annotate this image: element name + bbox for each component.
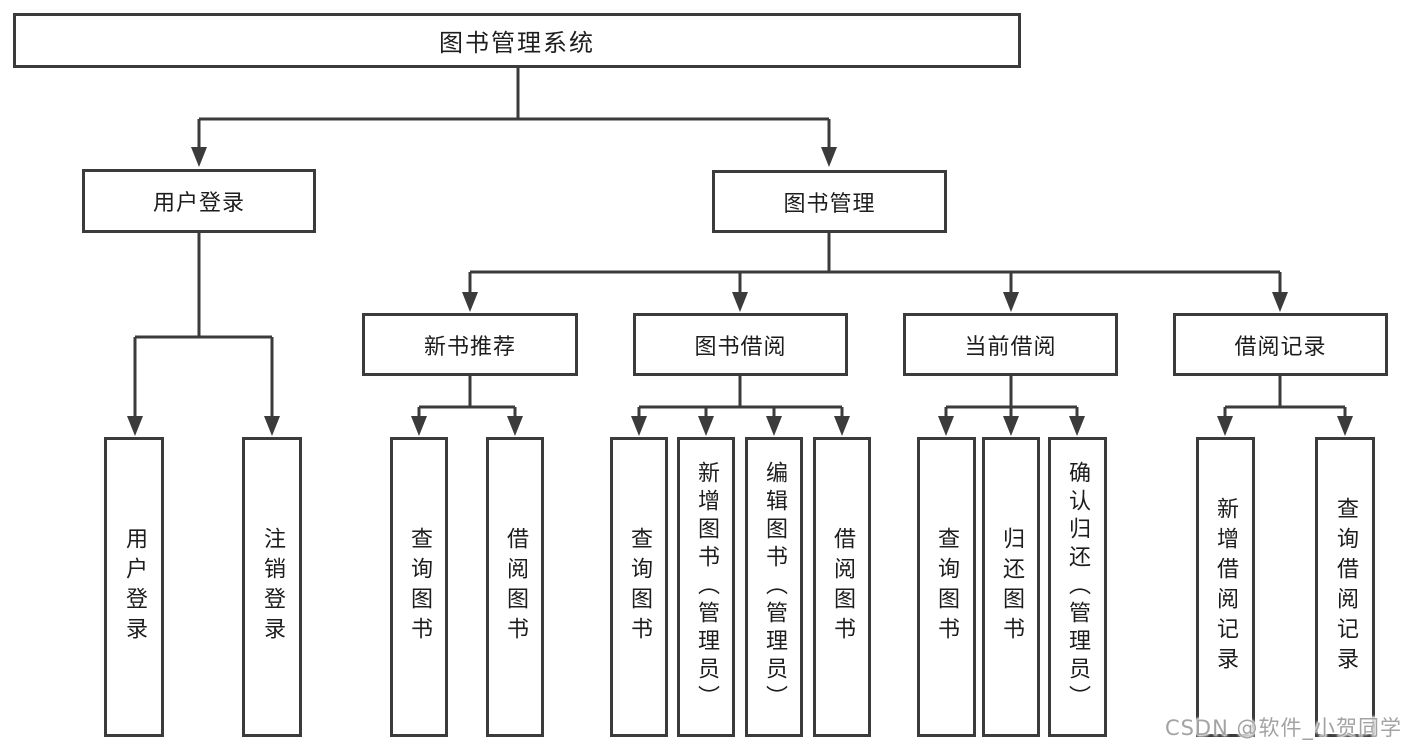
leaf-add-borrow-record-label: 新增借阅记录 xyxy=(1213,497,1238,677)
node-borrow-records: 借阅记录 xyxy=(1173,313,1388,376)
node-book-management: 图书管理 xyxy=(712,170,947,233)
leaf-query-books-recommend: 查询图书 xyxy=(390,437,448,737)
leaf-user-login: 用户登录 xyxy=(104,437,164,737)
leaf-return-book-label: 归还图书 xyxy=(999,527,1024,647)
connector-user-login-branch xyxy=(127,233,280,436)
node-current-borrow: 当前借阅 xyxy=(903,313,1118,376)
leaf-edit-book-admin-label: 编辑图书（管理员） xyxy=(762,461,787,713)
connector-borrow-records-branch xyxy=(1217,376,1353,436)
leaf-query-books-current: 查询图书 xyxy=(917,437,976,737)
connector-book-management-branch xyxy=(462,233,1288,312)
leaf-borrow-books-borrow: 借阅图书 xyxy=(813,437,871,737)
leaf-query-books-borrow-label: 查询图书 xyxy=(627,527,652,647)
leaf-add-borrow-record: 新增借阅记录 xyxy=(1196,437,1255,737)
leaf-add-book-admin-label: 新增图书（管理员） xyxy=(694,461,719,713)
leaf-confirm-return-admin: 确认归还（管理员） xyxy=(1048,437,1107,737)
connector-new-book-branch xyxy=(411,376,523,436)
connector-current-borrow-branch xyxy=(938,376,1085,436)
leaf-borrow-books-recommend: 借阅图书 xyxy=(486,437,544,737)
leaf-query-borrow-record-label: 查询借阅记录 xyxy=(1333,497,1358,677)
leaf-query-borrow-record: 查询借阅记录 xyxy=(1315,437,1375,737)
node-root-library-management-system: 图书管理系统 xyxy=(13,13,1021,68)
watermark: CSDN @软件_小贺同学 xyxy=(1164,716,1402,740)
node-book-borrow: 图书借阅 xyxy=(633,313,848,376)
leaf-logout-label: 注销登录 xyxy=(260,527,285,647)
leaf-logout: 注销登录 xyxy=(242,437,302,737)
connector-root-to-level2 xyxy=(191,68,837,167)
leaf-edit-book-admin: 编辑图书（管理员） xyxy=(745,437,803,737)
leaf-query-books-recommend-label: 查询图书 xyxy=(407,527,432,647)
leaf-query-books-current-label: 查询图书 xyxy=(934,527,959,647)
connector-book-borrow-branch xyxy=(631,376,850,436)
leaf-user-login-label: 用户登录 xyxy=(122,527,147,647)
leaf-borrow-books-recommend-label: 借阅图书 xyxy=(503,527,528,647)
leaf-confirm-return-admin-label: 确认归还（管理员） xyxy=(1065,461,1090,713)
leaf-query-books-borrow: 查询图书 xyxy=(610,437,668,737)
leaf-add-book-admin: 新增图书（管理员） xyxy=(677,437,735,737)
node-new-book-recommend: 新书推荐 xyxy=(362,313,578,376)
node-user-login: 用户登录 xyxy=(82,169,316,233)
leaf-borrow-books-borrow-label: 借阅图书 xyxy=(830,527,855,647)
leaf-return-book: 归还图书 xyxy=(982,437,1040,737)
